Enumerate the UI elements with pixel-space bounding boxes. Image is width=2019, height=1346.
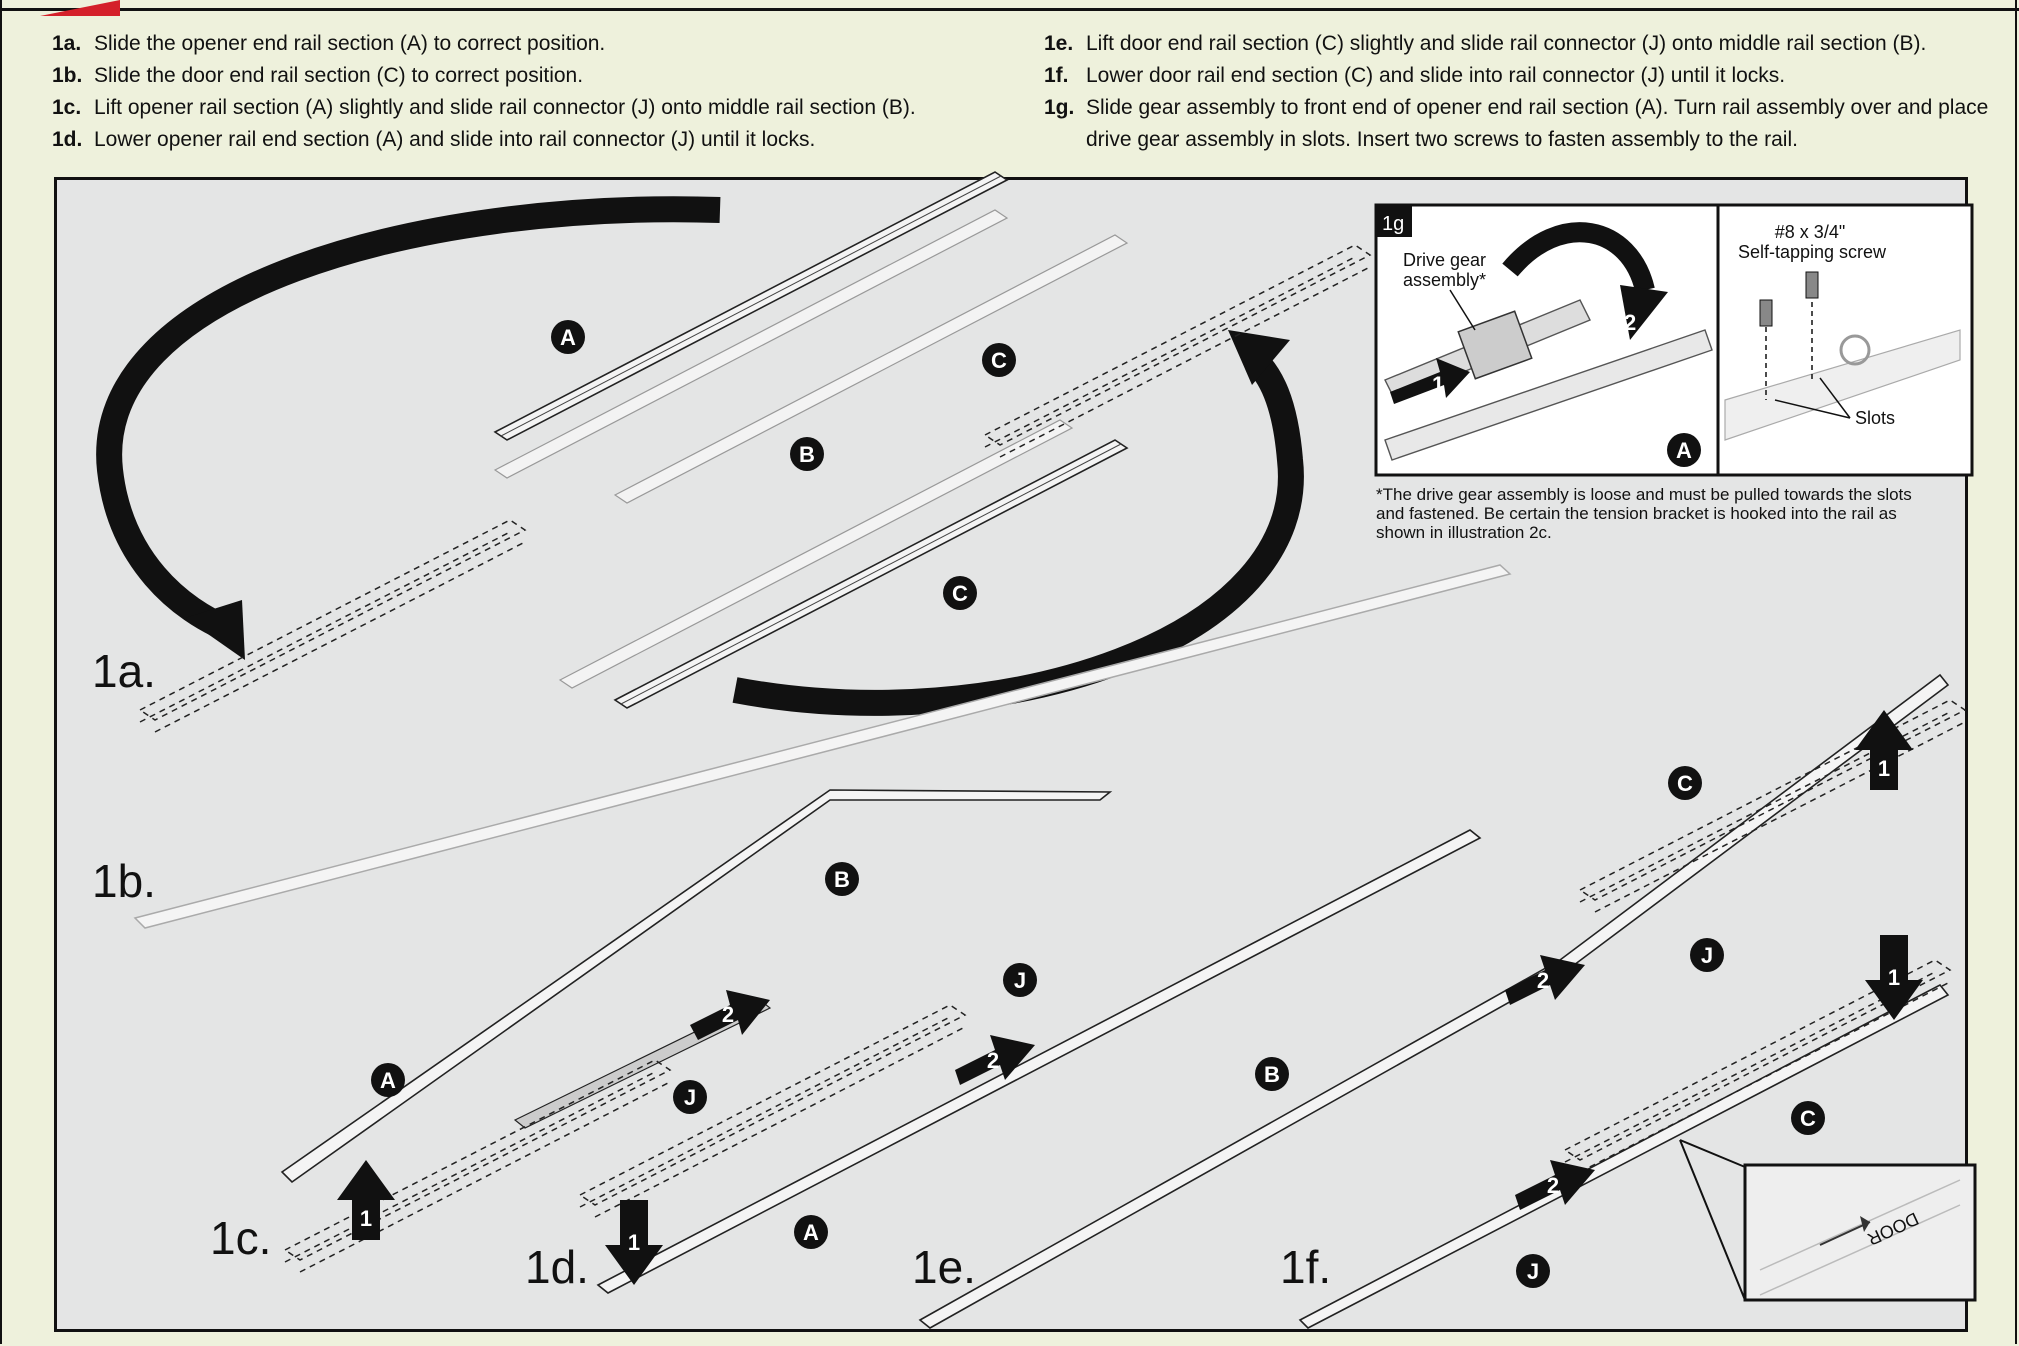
step-text: Lower opener rail end section (A) and sl…: [94, 128, 816, 151]
rail-assembly-1f: [1298, 983, 1950, 1329]
step-number: 1g.: [1044, 96, 1075, 119]
footnote: *The drive gear assembly is loose and mu…: [1376, 485, 1936, 542]
diagram-1a: A C B C 1a.: [92, 171, 1371, 733]
step-text: Slide gear assembly to front end of open…: [1086, 96, 1989, 151]
inset-1g-tag: [1376, 205, 1412, 237]
diagram-1b: 1b.: [92, 564, 1512, 929]
step-1f: 1f. Lower door rail end section (C) and s…: [1044, 60, 2004, 92]
step-number: 1d.: [52, 128, 83, 151]
drive-gear-label-line2: assembly*: [1403, 270, 1486, 290]
rotate-arrow-left-head: [185, 600, 245, 660]
label-1f: 1f.: [1280, 1241, 1331, 1293]
rotate-arrow-right-head: [1228, 330, 1290, 385]
drive-gear-label-line1: Drive gear: [1403, 250, 1486, 270]
slide-arrow-2: [1505, 955, 1585, 1005]
diagram-1e: 1 2 C J B 1e.: [912, 673, 1966, 1329]
step-text: Lift opener rail section (A) slightly an…: [94, 96, 916, 119]
screw-label-line1: #8 x 3/4": [1775, 222, 1845, 242]
down-arrow-1: [1865, 935, 1923, 1020]
diagram-1d: 1 2 J A 1d.: [525, 829, 1482, 1294]
up-arrow-1: [337, 1160, 395, 1240]
callout-b: B: [799, 442, 815, 467]
label-1c: 1c.: [210, 1212, 271, 1264]
door-inset: DOOR: [1679, 1139, 1977, 1302]
rail-assembly-1d: [596, 829, 1482, 1294]
rail-dashed: [284, 1059, 671, 1273]
footnote-asterisk: *: [1376, 485, 1383, 504]
rail-dashed: [579, 1004, 966, 1218]
inset-1g-label: 1g: [1382, 213, 1404, 235]
arrow-number: 2: [722, 1002, 734, 1027]
arrow-number: 1: [1888, 965, 1900, 990]
callout-a: A: [1676, 438, 1692, 463]
step-1g: 1g. Slide gear assembly to front end of o…: [1044, 92, 2004, 156]
step-1c: 1c. Lift opener rail section (A) slightly…: [52, 92, 1012, 124]
up-arrow-1: [1855, 710, 1913, 790]
step-number: 1c.: [52, 96, 82, 119]
step-1a: 1a. Slide the opener end rail section (A)…: [52, 28, 1012, 60]
arrow-number: 2: [1537, 968, 1549, 993]
callout-j: J: [684, 1085, 696, 1110]
arrow-number: 2: [1547, 1173, 1559, 1198]
callout-j: J: [1014, 968, 1026, 993]
step-text: Slide the door end rail section (C) to c…: [94, 64, 584, 87]
slide-arrow-2: [690, 990, 770, 1040]
slide-arrow-2: [955, 1035, 1035, 1085]
step-number: 1f.: [1044, 64, 1069, 87]
diagram-1c: 1 2 A J B 1c.: [210, 789, 1113, 1273]
arrow-number: 1: [628, 1230, 640, 1255]
step-1b: 1b. Slide the door end rail section (C) t…: [52, 60, 1012, 92]
inset-1g: 1g 2 1 Drive gear assembly* A #8 x 3/4" …: [1374, 203, 1974, 477]
callout-a: A: [803, 1220, 819, 1245]
callout-b: B: [1264, 1062, 1280, 1087]
steps-left-column: 1a. Slide the opener end rail section (A)…: [52, 28, 1012, 156]
top-rule: [0, 8, 2019, 11]
arrow-number: 1: [1878, 756, 1890, 781]
callout-c: C: [952, 581, 968, 606]
label-1a: 1a.: [92, 645, 156, 697]
step-text: Lift door end rail section (C) slightly …: [1086, 32, 1927, 55]
callout-c: C: [1677, 771, 1693, 796]
callout-j: J: [1701, 943, 1713, 968]
callout-c: C: [991, 348, 1007, 373]
callout-b: B: [834, 867, 850, 892]
label-1e: 1e.: [912, 1241, 976, 1293]
label-1b: 1b.: [92, 855, 156, 907]
step-text: Slide the opener end rail section (A) to…: [94, 32, 606, 55]
callout-j: J: [1527, 1259, 1539, 1284]
step-number: 1a.: [52, 32, 82, 55]
callout-a: A: [560, 325, 576, 350]
steps-right-column: 1e. Lift door end rail section (C) slight…: [1044, 28, 2004, 156]
rail-assembly-1b: [133, 564, 1512, 929]
callout-a: A: [380, 1068, 396, 1093]
arrow-number: 1: [1432, 372, 1444, 397]
down-arrow-1: [605, 1200, 663, 1285]
step-number: 1e.: [1044, 32, 1074, 55]
rail-section-c: [614, 439, 1128, 709]
flip-arrow: [1502, 222, 1655, 293]
step-1d: 1d. Lower opener rail end section (A) and…: [52, 124, 1012, 156]
rail-assembly-1c: [280, 789, 1113, 1184]
screw-label-line2: Self-tapping screw: [1738, 242, 1887, 262]
slots-label: Slots: [1855, 408, 1895, 428]
slide-arrow-1: [1390, 358, 1470, 404]
step-text: Lower door rail end section (C) and slid…: [1086, 64, 1786, 87]
arrow-number: 1: [360, 1206, 372, 1231]
slide-arrow-2: [1515, 1160, 1595, 1210]
label-1d: 1d.: [525, 1241, 589, 1293]
arrow-number: 2: [1624, 310, 1636, 335]
step-1e: 1e. Lift door end rail section (C) slight…: [1044, 28, 2004, 60]
arrow-number: 2: [987, 1048, 999, 1073]
rotate-arrow-left: [96, 196, 721, 643]
step-number: 1b.: [52, 64, 83, 87]
rotate-arrow-right: [732, 350, 1304, 716]
footnote-text: The drive gear assembly is loose and mus…: [1376, 485, 1912, 542]
callout-c: C: [1800, 1106, 1816, 1131]
diagram-1f: 1 2 C J 1f.: [1280, 935, 1951, 1329]
